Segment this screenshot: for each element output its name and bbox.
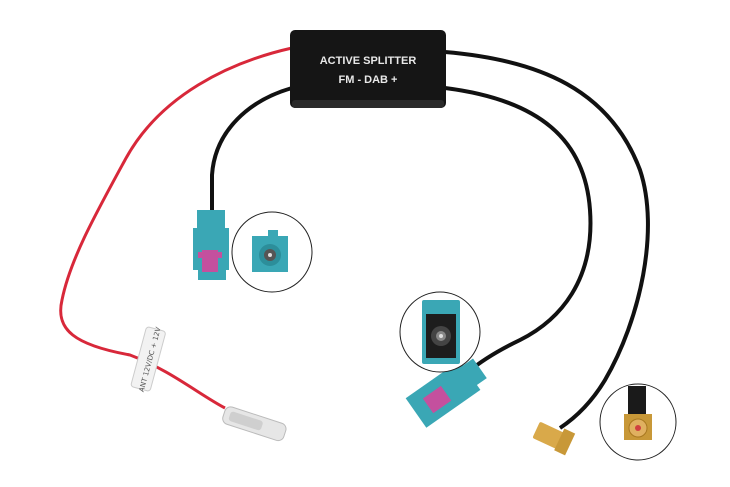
- splitter-box: ACTIVE SPLITTER FM - DAB +: [290, 30, 446, 108]
- spade-terminal: [222, 406, 287, 442]
- inset-circle-fakra-left: [231, 211, 313, 293]
- splitter-label-line2: FM - DAB +: [339, 74, 398, 86]
- black-cable-right-upper: [444, 50, 650, 430]
- fakra-connector-right: [405, 358, 487, 428]
- smb-connector: [533, 422, 576, 456]
- splitter-label-line1: ACTIVE SPLITTER: [320, 55, 417, 67]
- inset-circle-smb: [599, 383, 677, 461]
- power-tag: ANT 12V/DC + 12V: [130, 326, 166, 393]
- black-cable-right-lower: [444, 86, 593, 374]
- fakra-connector-left: [193, 210, 229, 280]
- inset-circle-fakra-right: [399, 291, 481, 373]
- black-cable-left: [210, 86, 293, 210]
